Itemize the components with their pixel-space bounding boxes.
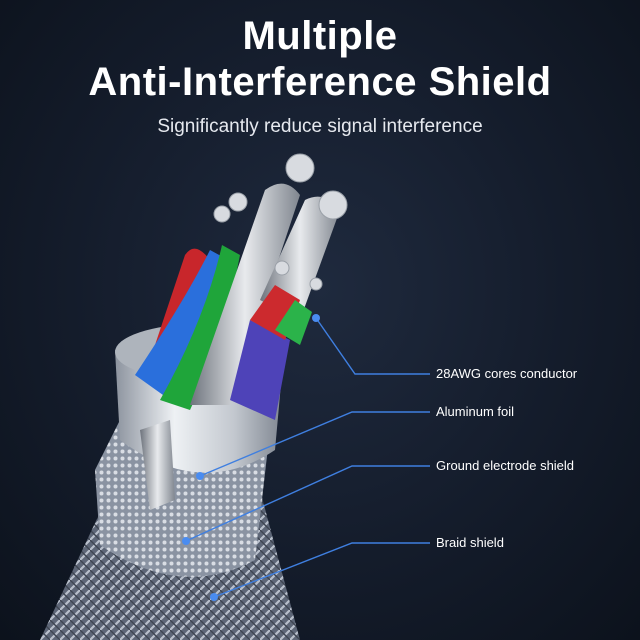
blue-core (135, 250, 232, 400)
green-core-small (275, 300, 312, 345)
callout-lines (185, 317, 430, 598)
callout-line-ground (185, 465, 430, 542)
callout-dot-braid (210, 593, 218, 601)
callout-label-ground: Ground electrode shield (436, 458, 575, 473)
callout-label-foil: Aluminum foil (436, 404, 515, 419)
green-core (160, 245, 240, 410)
title-line-2: Anti-Interference Shield (88, 60, 552, 104)
title-line-1: Multiple (242, 14, 398, 58)
conductor-tip-3 (228, 192, 248, 212)
conductor-tip-4 (213, 205, 231, 223)
callout-label-braid: Braid shield (436, 535, 504, 550)
callout-dot-foil (196, 472, 204, 480)
callout-line-conductor (315, 317, 430, 375)
callout-dot-conductor (312, 314, 320, 322)
conductor-tip-2 (318, 190, 348, 220)
callout-line-foil (199, 411, 430, 477)
conductor-tip-1 (285, 153, 315, 183)
callout-dots (182, 314, 320, 601)
conductor-tip-6 (309, 277, 323, 291)
callout-line-braid (213, 542, 430, 598)
conductor-tip-5 (274, 260, 290, 276)
callout-label-conductor: 28AWG cores conductor (436, 366, 578, 381)
purple-core (230, 320, 290, 420)
drain-wire (140, 420, 175, 510)
center-conductor (190, 183, 300, 405)
subtitle: Significantly reduce signal interference (157, 116, 483, 137)
callout-dot-ground (182, 537, 190, 545)
